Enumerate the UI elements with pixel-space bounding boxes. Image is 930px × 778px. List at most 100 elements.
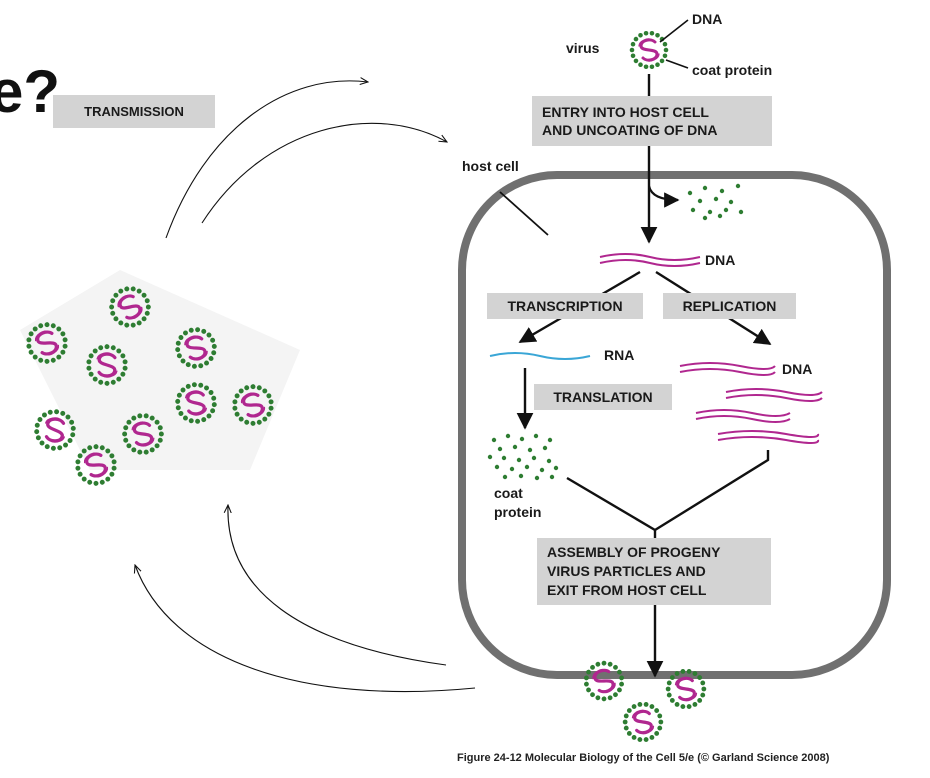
coat-protein-subunit: [110, 298, 116, 304]
coat-protein-subunit: [206, 413, 212, 419]
coat-protein-subunit: [659, 58, 665, 64]
coat-protein-subunit: [37, 416, 43, 422]
coat-protein-subunit: [669, 698, 675, 703]
virus-icon: [175, 327, 217, 369]
virus-icon: [665, 669, 707, 709]
coat-protein-subunit: [613, 692, 618, 698]
coat-protein-subunit: [137, 449, 143, 455]
coat-protein-dot: [546, 458, 552, 464]
coat-protein-subunit: [633, 36, 639, 42]
coat-protein-subunit: [234, 411, 240, 417]
coat-protein-dot: [687, 190, 693, 196]
coat-protein-subunit: [118, 288, 124, 294]
coat-protein-subunit: [141, 316, 147, 322]
coat-protein-subunit: [109, 304, 115, 310]
virus-icon: [122, 413, 164, 455]
coat-protein-subunit: [93, 480, 99, 486]
coat-protein-dot: [702, 185, 708, 191]
coat-protein-subunit: [232, 399, 238, 405]
coat-protein-subunit: [658, 719, 664, 725]
coat-protein-subunit: [81, 448, 87, 454]
coat-protein-subunit: [113, 316, 119, 322]
coat-protein-subunit: [250, 420, 256, 426]
coat-protein-subunit: [623, 725, 629, 731]
transmission-arrow-2: [201, 122, 447, 224]
coat-protein-subunit: [674, 671, 680, 676]
coat-protein-subunit: [111, 465, 117, 471]
coat-protein-subunit: [144, 298, 150, 304]
coat-protein-subunit: [607, 661, 613, 667]
coat-protein-subunit: [643, 737, 649, 742]
coat-protein-subunit: [130, 322, 136, 328]
coat-protein-subunit: [62, 337, 68, 343]
coat-protein-subunit: [195, 418, 201, 424]
coat-protein-subunit: [232, 405, 238, 411]
released-coat-proteins: [687, 183, 744, 221]
coat-protein-dot: [533, 433, 539, 439]
coat-protein-subunit: [26, 343, 32, 349]
coat-protein-subunit: [34, 429, 40, 435]
dna-top-label: DNA: [692, 11, 723, 27]
coat-protein-subunit: [649, 704, 655, 709]
coat-protein-subunit: [204, 385, 210, 391]
coat-protein-subunit: [141, 292, 147, 298]
coat-protein-subunit: [686, 669, 692, 674]
coat-protein-subunit: [38, 323, 44, 329]
viral-dna-outline: [131, 421, 155, 447]
coat-protein-subunit: [210, 337, 216, 343]
coat-protein-subunit: [595, 661, 601, 667]
coat-protein-subunit: [122, 359, 128, 365]
coat-protein-subunit: [657, 713, 663, 719]
coat-protein-subunit: [87, 445, 93, 451]
coat-protein-subunit: [67, 438, 73, 444]
viral-dna: [132, 421, 154, 447]
slide-heading-fragment: e?: [0, 58, 61, 125]
synthesized-coat-proteins: [487, 433, 559, 481]
coat-protein-subunit: [619, 675, 624, 681]
coat-protein-subunit: [130, 286, 136, 292]
viral-dna: [44, 417, 66, 443]
coat-protein-subunit: [595, 695, 601, 701]
coat-protein-subunit: [98, 379, 104, 385]
viral-dna-outline: [34, 330, 60, 356]
coat-protein-subunit: [584, 681, 589, 687]
coat-protein-dot: [539, 467, 545, 473]
coat-protein-subunit: [116, 376, 122, 382]
coat-protein-dot: [549, 474, 555, 480]
coat-protein-subunit: [54, 409, 60, 415]
virus-icon: [232, 384, 274, 426]
coat-protein-subunit: [44, 358, 50, 364]
coat-protein-subunit: [99, 445, 105, 451]
coat-protein-subunit: [188, 418, 194, 424]
coat-protein-subunit: [70, 432, 76, 438]
coat-protein-subunit: [637, 737, 643, 742]
coat-protein-subunit: [643, 30, 649, 36]
coat-protein-subunit: [697, 675, 703, 680]
coat-protein-subunit: [630, 53, 636, 59]
coat-protein-subunit: [98, 345, 104, 351]
viral-dna-outline: [631, 709, 655, 735]
coat-protein-subunit: [175, 398, 181, 404]
coat-protein-subunit: [692, 671, 698, 676]
coat-protein-dot: [707, 209, 713, 215]
coat-protein-dot: [719, 188, 725, 194]
translation-box: TRANSLATION: [534, 384, 672, 410]
coat-protein-subunit: [692, 702, 698, 707]
virus-icon: [622, 702, 664, 742]
transmission-arrow-4: [135, 565, 476, 693]
virus-icon: [86, 344, 128, 386]
coat-protein-subunit: [657, 725, 663, 731]
coat-protein-dot: [547, 437, 553, 443]
coat-protein-subunit: [111, 459, 117, 465]
virus-icon: [584, 660, 624, 702]
coat-protein-subunit: [39, 440, 45, 446]
viral-dna-outline: [638, 38, 660, 62]
coat-protein-subunit: [211, 343, 217, 349]
entry-uncoating-box: ENTRY INTO HOST CELL AND UNCOATING OF DN…: [532, 96, 772, 146]
coat-protein-subunit: [638, 32, 643, 38]
coat-protein-dot: [531, 455, 537, 461]
coat-protein-subunit: [32, 326, 38, 332]
virus-icon: [26, 322, 68, 364]
coat-protein-subunit: [619, 681, 624, 687]
